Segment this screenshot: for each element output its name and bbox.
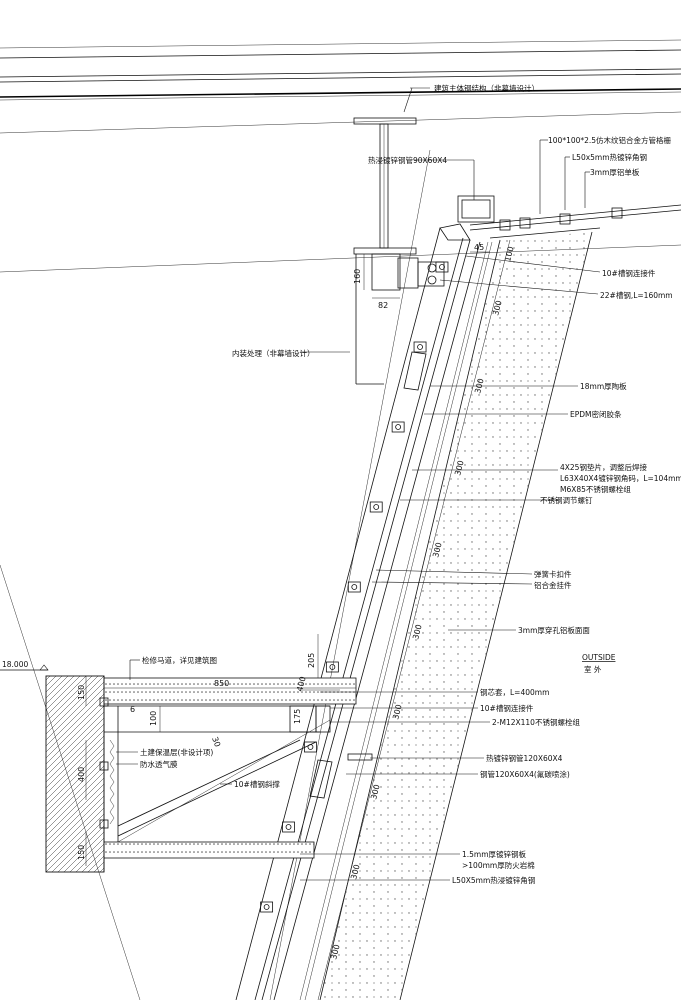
bolt-head — [373, 504, 380, 510]
bolt-head — [439, 264, 445, 270]
label-interior: 内装处理（非幕墙设计） — [232, 348, 315, 358]
bolt-head — [395, 424, 402, 430]
clip-fixing — [304, 741, 317, 753]
label-spring-clip: 弹簧卡扣件 — [534, 569, 572, 579]
label-ceramic: 18mm厚陶板 — [580, 381, 627, 391]
dim-6: 6 — [130, 705, 135, 714]
dim-300-3: 300 — [453, 459, 465, 476]
dim-300-8: 300 — [349, 863, 361, 880]
dim-82: 82 — [378, 301, 388, 310]
label-core: 钢芯套，L=400mm — [480, 687, 549, 697]
dim-300-1: 300 — [491, 299, 503, 316]
label-rockwool: >100mm厚防火岩棉 — [462, 860, 535, 870]
label-perforated: 3mm厚穿孔铝板面面 — [518, 625, 590, 635]
channel-bracket — [355, 253, 445, 385]
label-epdm: EPDM密闭胶条 — [570, 409, 622, 419]
dim-45: 45 — [474, 243, 484, 252]
label-maintenance: 检修马道，详见建筑图 — [142, 655, 217, 665]
main-steel-i-beam — [353, 117, 417, 255]
label-tube-120-galv: 热镀锌钢管120X60X4 — [486, 753, 563, 763]
label-main-structure: 建筑主体钢结构（非幕墙设计） — [434, 83, 539, 93]
label-membrane: 防水透气膜 — [140, 759, 178, 769]
label-bolts-m12: 2-M12X110不锈钢螺栓组 — [492, 717, 580, 727]
level-marker: 18.000 — [0, 660, 49, 671]
clip-fixing — [325, 661, 339, 673]
label-bolt-4: 不锈钢调节螺钉 — [540, 495, 593, 505]
clip-fixing — [260, 901, 274, 913]
bolt-head — [285, 824, 292, 830]
label-channel-22: 22#槽钢,L=160mm — [600, 290, 673, 300]
label-brace: 10#槽钢斜撑 — [234, 779, 280, 789]
dim-175: 175 — [293, 709, 302, 724]
bolt-head — [351, 584, 358, 590]
level-text: 18.000 — [2, 660, 28, 669]
label-al-plate-3mm: 3mm厚铝单板 — [590, 167, 640, 177]
dim-300-9: 300 — [329, 943, 341, 960]
label-steel-tube-90: 热浸镀锌钢管90X60X4 — [368, 155, 447, 165]
steel-tube-90 — [457, 195, 495, 223]
clip-fixing — [435, 261, 449, 273]
label-insulation: 土建保温层(非设计项) — [140, 747, 213, 757]
label-tube-120-fluoro: 钢管120X60X4(氟碳喷涂) — [480, 769, 570, 779]
label-bolt-3: M6X85不锈钢螺栓组 — [560, 484, 631, 494]
label-plate-15: 1.5mm厚镀锌钢板 — [462, 849, 527, 859]
clip-fixing — [347, 581, 361, 593]
walkway-structure — [45, 675, 373, 873]
dim-300-7: 300 — [369, 783, 381, 800]
dim-150-top: 150 — [77, 685, 86, 700]
annotation-labels: 建筑主体钢结构（非幕墙设计） 100*100*2.5仿木纹铝合金方管格栅 L50… — [140, 83, 681, 885]
label-bolt-1: 4X25钢垫片，调整后焊接 — [560, 462, 647, 472]
soffit-panel — [469, 204, 681, 239]
bolt-head — [329, 664, 336, 670]
dim-160: 160 — [353, 269, 362, 284]
roof-lines — [0, 39, 681, 1000]
clip-fixing — [413, 341, 427, 353]
sloped-facade — [235, 223, 593, 1000]
slope-plates — [309, 351, 427, 799]
clip-fixing — [391, 421, 405, 433]
dim-850: 850 — [214, 679, 229, 688]
dim-150-bottom: 150 — [77, 845, 86, 860]
label-channel-conn-mid: 10#槽钢连接件 — [480, 703, 534, 713]
label-outside-en: OUTSIDE — [582, 653, 616, 662]
dim-400-slope: 400 — [295, 675, 307, 692]
dim-400-left: 400 — [77, 767, 86, 782]
dim-300-5: 300 — [411, 623, 423, 640]
dim-30: 30 — [210, 736, 222, 749]
clip-fixing — [282, 821, 295, 833]
dim-300-4: 300 — [431, 541, 443, 558]
label-al-hanger: 铝合金挂件 — [534, 580, 572, 590]
bolt-head — [417, 344, 423, 350]
clip-fixings — [260, 261, 449, 913]
label-angle-steel-bottom: L50X5mm热浸镀锌角钢 — [452, 875, 535, 885]
dim-100-mid: 100 — [149, 711, 158, 726]
leader-lines — [116, 87, 601, 881]
bolt-head — [263, 904, 270, 910]
clip-fixing — [369, 501, 383, 513]
label-angle-steel-top: L50x5mm热镀锌角钢 — [572, 152, 647, 162]
dim-205: 205 — [307, 653, 316, 668]
label-bolt-2: L63X40X4镀锌钢角码，L=104mm — [560, 473, 681, 483]
label-outside-cn: 室 外 — [584, 664, 602, 674]
dim-100-top: 100 — [503, 245, 515, 262]
label-channel-conn-top: 10#槽钢连接件 — [602, 268, 656, 278]
label-square-tube: 100*100*2.5仿木纹铝合金方管格栅 — [548, 135, 672, 145]
dimension-lines: 160 82 45 100 300 300 300 300 300 300 30… — [77, 239, 516, 1000]
